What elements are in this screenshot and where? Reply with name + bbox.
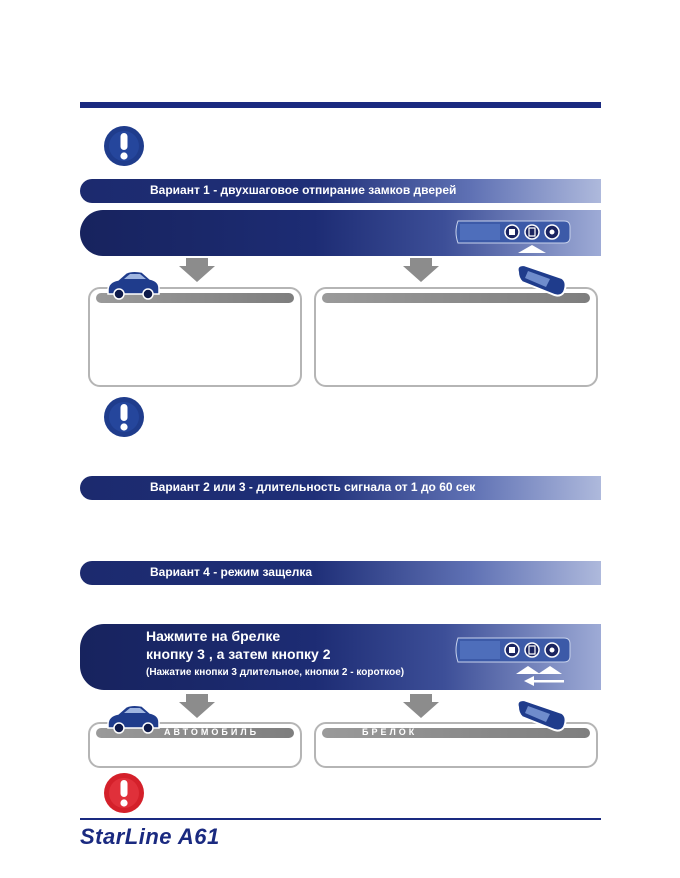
key-fob-icon — [514, 262, 570, 305]
car-panel — [88, 287, 302, 387]
car-panel-label: АВТОМОБИЛЬ — [164, 727, 260, 737]
fob-panel: БРЕЛОК — [314, 722, 598, 768]
panel-header: АВТОМОБИЛЬ — [96, 727, 294, 738]
header-rule — [80, 102, 601, 108]
variant23-label: Вариант 2 или 3 - длительность сигнала о… — [150, 480, 476, 494]
variant4-banner: Вариант 4 - режим защелка — [80, 561, 601, 585]
brand-logo: StarLine A61 — [80, 824, 220, 849]
arrow-down-icon — [179, 694, 215, 718]
variant1-banner: Вариант 1 - двухшаговое отпирание замков… — [80, 179, 601, 203]
key-fob-icon — [514, 697, 570, 740]
fob-panel — [314, 287, 598, 387]
fob-panel-label: БРЕЛОК — [362, 727, 418, 737]
arrow-down-icon — [403, 258, 439, 282]
instruction-line2: кнопку 3 , а затем кнопку 2 — [146, 646, 331, 662]
panel-header — [322, 293, 590, 303]
remote-fob-icon — [452, 634, 572, 691]
variant23-banner: Вариант 2 или 3 - длительность сигнала о… — [80, 476, 601, 500]
arrow-down-icon — [403, 694, 439, 718]
exclamation-icon — [103, 396, 145, 438]
car-icon — [104, 702, 162, 741]
instruction-line1: Нажмите на брелке — [146, 628, 281, 644]
remote-fob-icon — [452, 217, 572, 260]
panel-header — [96, 293, 294, 303]
arrow-down-icon — [179, 258, 215, 282]
variant4-label: Вариант 4 - режим защелка — [150, 565, 313, 579]
instruction-note: (Нажатие кнопки 3 длительное, кнопки 2 -… — [146, 667, 405, 678]
exclamation-icon — [103, 125, 145, 167]
exclamation-icon — [103, 772, 145, 814]
footer-rule — [80, 818, 601, 820]
variant1-label: Вариант 1 - двухшаговое отпирание замков… — [150, 183, 457, 197]
panel-header: БРЕЛОК — [322, 727, 590, 738]
car-icon — [104, 268, 162, 307]
